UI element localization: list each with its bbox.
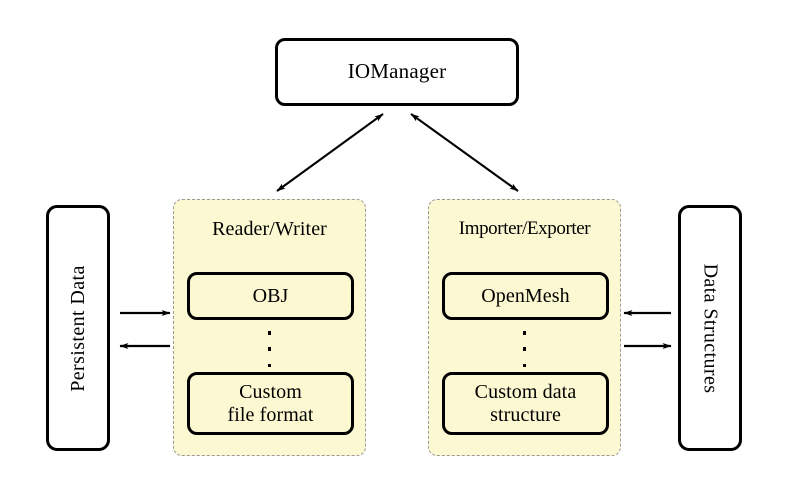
iomanager-label: IOManager bbox=[347, 59, 447, 84]
node-iomanager[interactable]: IOManager bbox=[275, 38, 519, 106]
arrow-manager-readerwriter bbox=[276, 113, 384, 192]
openmesh-label: OpenMesh bbox=[481, 284, 570, 307]
custom-file-format-line2: file format bbox=[227, 403, 314, 426]
node-obj[interactable]: OBJ bbox=[187, 272, 354, 320]
custom-file-format-label: Custom file format bbox=[227, 381, 313, 426]
obj-label: OBJ bbox=[252, 284, 289, 307]
data-structures-label: Data Structures bbox=[699, 263, 722, 393]
node-openmesh[interactable]: OpenMesh bbox=[442, 272, 609, 320]
group-importer-exporter: Importer/Exporter OpenMesh Custom data s… bbox=[428, 199, 621, 456]
vertical-ellipsis-icon bbox=[429, 331, 620, 367]
group-reader-writer: Reader/Writer OBJ Custom file format bbox=[173, 199, 366, 456]
custom-file-format-line1: Custom bbox=[239, 381, 302, 404]
group-importer-exporter-title: Importer/Exporter bbox=[458, 218, 591, 239]
custom-data-structure-line2: structure bbox=[490, 403, 561, 426]
custom-data-structure-line1: Custom data bbox=[474, 381, 577, 404]
custom-data-structure-label: Custom data structure bbox=[475, 381, 577, 426]
arrow-manager-importerexporter bbox=[410, 113, 519, 192]
group-reader-writer-title: Reader/Writer bbox=[212, 218, 327, 240]
node-custom-file-format[interactable]: Custom file format bbox=[187, 372, 354, 435]
node-custom-data-structure[interactable]: Custom data structure bbox=[442, 372, 609, 435]
vertical-ellipsis-icon bbox=[174, 331, 365, 367]
node-persistent-data[interactable]: Persistent Data bbox=[46, 205, 110, 451]
persistent-data-label: Persistent Data bbox=[66, 264, 89, 392]
node-data-structures[interactable]: Data Structures bbox=[678, 205, 742, 451]
